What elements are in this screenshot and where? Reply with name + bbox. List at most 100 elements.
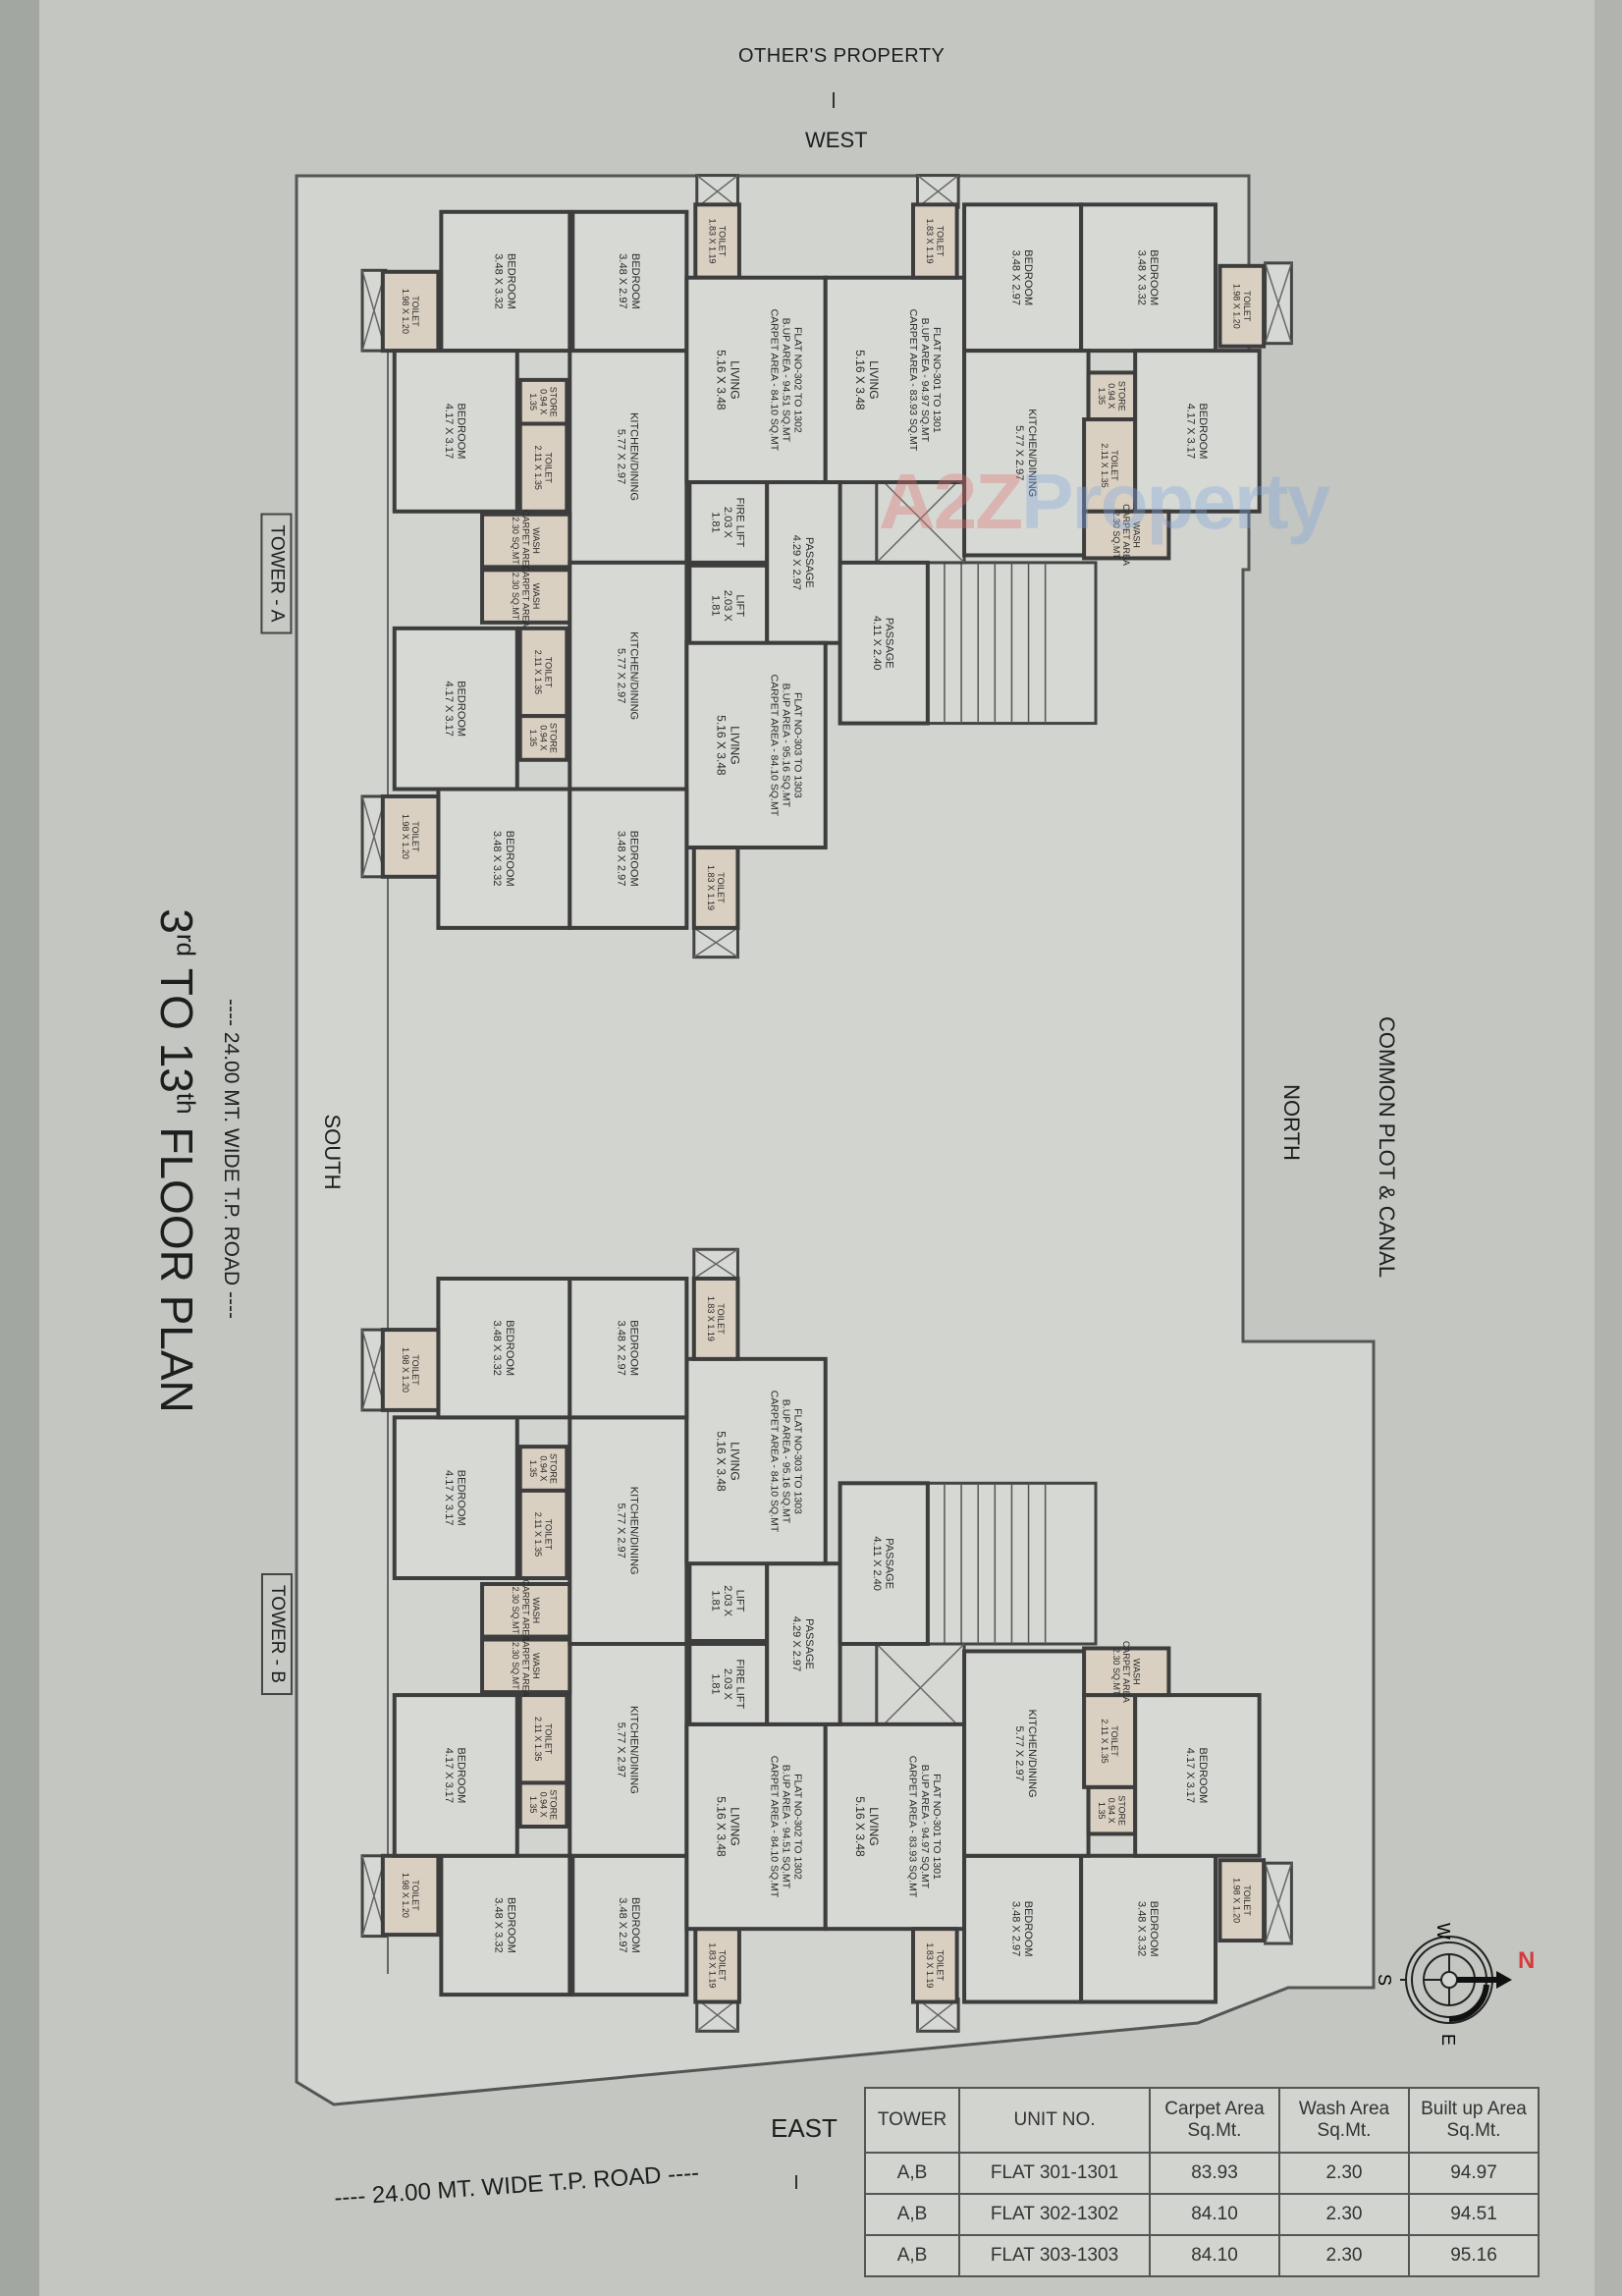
label-line: FLAT NO-303 TO 1303 [792, 692, 804, 798]
room [517, 1445, 569, 1493]
label-line: 3.48 X 3.32 [493, 253, 505, 308]
label-line: KITCHEN/DINING [627, 1487, 639, 1575]
room [823, 1722, 967, 1932]
room [1082, 509, 1171, 561]
label-line: CARPET AREA [521, 1579, 531, 1641]
room-label: WASHCARPET AREA2.30 SQ.MT [511, 510, 541, 572]
label-line: TOILET [410, 821, 420, 852]
label-line: KITCHEN/DINING [627, 1706, 639, 1794]
room [684, 1356, 828, 1566]
room [480, 512, 572, 570]
label-line: 2.11 X 1.35 [533, 1717, 543, 1761]
title-sup: th [171, 1092, 201, 1115]
room [480, 1637, 572, 1695]
cell: 83.93 [1149, 2152, 1280, 2195]
label-line: 1.98 X 1.20 [401, 814, 410, 859]
label-line: 1.35 [1097, 1802, 1107, 1820]
room-label: BEDROOM4.17 X 3.17 [443, 681, 467, 737]
label-line: BEDROOM [1148, 249, 1160, 305]
label-line: BEDROOM [1148, 1901, 1160, 1957]
label-line: 4.17 X 3.17 [1184, 404, 1196, 459]
room [480, 568, 572, 625]
label-line: 3.48 X 2.97 [616, 831, 627, 886]
label-line: 3.48 X 2.97 [1009, 1901, 1021, 1956]
label-line: 2.11 X 1.35 [1100, 443, 1109, 487]
title-part: FLOOR PLAN [151, 1114, 202, 1413]
label-line: 1.81 [709, 512, 721, 532]
room-label: BEDROOM4.17 X 3.17 [443, 1470, 467, 1526]
room-label: TOILET1.98 X 1.20 [401, 814, 420, 859]
room-label: LIVING5.16 X 3.48 [853, 1796, 881, 1857]
label-line: 3.48 X 2.97 [1009, 250, 1021, 305]
title-part: 3 [151, 908, 202, 934]
area-table: TOWER UNIT NO. Carpet Area Sq.Mt. Wash A… [864, 2087, 1540, 2277]
room-label: LIFT2.03 X1.81 [709, 590, 745, 622]
flat-area-label: FLAT NO-303 TO 1303B.UP AREA - 95.16 SQ.… [768, 675, 803, 817]
label-line: KITCHEN/DINING [627, 631, 639, 720]
label-line: B.UP AREA - 94.97 SQ.MT [919, 1765, 931, 1889]
room-label: TOILET1.98 X 1.20 [1231, 1878, 1251, 1923]
room [392, 1415, 519, 1581]
room-label: LIVING5.16 X 3.48 [715, 350, 742, 410]
col-tower: TOWER [864, 2087, 960, 2154]
label-line: FLAT NO-301 TO 1301 [931, 327, 943, 433]
label-line: TOILET [718, 1950, 728, 1982]
photo-edge-left [0, 0, 39, 2296]
label-line: TOILET [544, 452, 554, 483]
label-line: 5.16 X 3.48 [715, 350, 729, 410]
east-label: EAST [771, 2113, 838, 2143]
label-line: 2.03 X [722, 1585, 733, 1616]
room-label: TOILET2.11 X 1.35 [1100, 443, 1119, 487]
neighbor-label: OTHER'S PROPERTY [738, 45, 946, 67]
room-label: BEDROOM4.17 X 3.17 [443, 1747, 467, 1803]
label-line: 2.11 X 1.35 [533, 1512, 543, 1557]
label-line: PASSAGE [803, 1618, 815, 1669]
room-label: LIVING5.16 X 3.48 [715, 1431, 742, 1492]
label-line: CARPET AREA [521, 1635, 531, 1697]
room [911, 1927, 959, 2004]
label-line: 4.17 X 3.17 [443, 404, 455, 459]
label-line: TOILET [935, 226, 945, 257]
page-title: 3rd TO 13th FLOOR PLAN [150, 827, 203, 1495]
duct-cross [693, 927, 738, 958]
room-label: PASSAGE4.29 X 2.97 [790, 1616, 815, 1671]
room [568, 560, 689, 792]
label-line: KITCHEN/DINING [627, 412, 639, 501]
duct-cross [917, 1997, 959, 2032]
room [568, 1415, 689, 1646]
label-line: 0.94 X [538, 1455, 548, 1481]
cell: 2.30 [1278, 2193, 1410, 2236]
label-line: 1.98 X 1.20 [1231, 284, 1241, 329]
flat-area-label: FLAT NO-302 TO 1302B.UP AREA - 94.51 SQ.… [768, 1756, 803, 1898]
label-line: 3.48 X 3.32 [491, 1321, 503, 1376]
room-label: STORE0.94 X1.35 [528, 387, 559, 417]
flat-area-label: FLAT NO-301 TO 1301B.UP AREA - 94.97 SQ.… [907, 1756, 943, 1898]
east-arrow [795, 2175, 797, 2189]
label-line: 4.17 X 3.17 [443, 1748, 455, 1803]
label-line: 4.17 X 3.17 [443, 1470, 455, 1525]
label-line: 2.30 SQ.MT [1111, 511, 1121, 559]
label-line: B.UP AREA - 94.97 SQ.MT [919, 318, 931, 443]
cell: 94.97 [1408, 2152, 1540, 2195]
label-line: CARPET AREA - 83.93 SQ.MT [907, 309, 919, 452]
room-label: FIRE LIFT2.03 X1.81 [709, 1660, 745, 1710]
label-line: WASH [531, 527, 541, 554]
room-label: PASSAGE4.11 X 2.40 [871, 616, 895, 670]
room [570, 209, 689, 354]
room [380, 1328, 441, 1412]
cell: 84.10 [1149, 2234, 1280, 2277]
label-line: STORE [1117, 381, 1127, 411]
room-label: TOILET2.11 X 1.35 [533, 650, 553, 694]
col-wash: Wash Area Sq.Mt. [1278, 2087, 1410, 2154]
room [392, 626, 519, 792]
room [838, 1481, 930, 1646]
room-label: BEDROOM3.48 X 3.32 [493, 253, 517, 309]
room-label: WASHCARPET AREA2.30 SQ.MT [511, 1635, 541, 1697]
label-line: 1.98 X 1.20 [401, 289, 410, 334]
flat-area-label: FLAT NO-303 TO 1303B.UP AREA - 95.16 SQ.… [768, 1391, 803, 1533]
label-line: CARPET AREA - 84.10 SQ.MT [768, 675, 780, 817]
